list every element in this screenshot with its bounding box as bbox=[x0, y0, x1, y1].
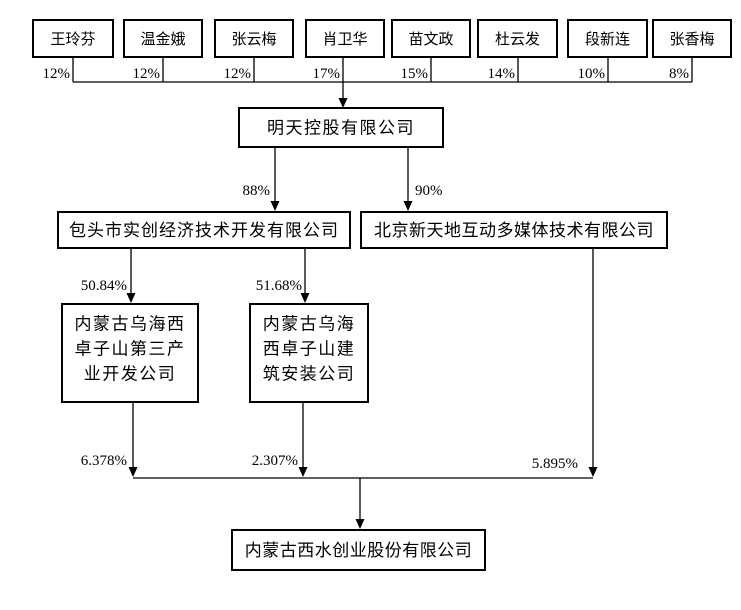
ownership-percent-label: 88% bbox=[243, 183, 271, 199]
node-label-shareholder-du-yunfa: 杜云发 bbox=[495, 31, 540, 48]
ownership-percent-label: 8% bbox=[669, 66, 689, 82]
node-box-company-xishui-chuangye bbox=[231, 529, 486, 571]
ownership-percent-label: 10% bbox=[578, 66, 606, 82]
ownership-percent-label: 14% bbox=[488, 66, 516, 82]
ownership-percent-label: 6.378% bbox=[81, 453, 127, 469]
node-box-shareholder-zhang-xiangmei bbox=[652, 19, 732, 58]
ownership-percent-label: 90% bbox=[415, 183, 443, 199]
node-box-shareholder-du-yunfa bbox=[477, 19, 558, 58]
arrowhead-icon bbox=[355, 519, 365, 529]
node-label-company-wuhai-third-industry-line-2: 卓子山第三产 bbox=[75, 339, 186, 358]
node-box-shareholder-duan-xinlian bbox=[567, 19, 648, 58]
node-box-company-baotou-shichuang bbox=[57, 211, 351, 249]
ownership-percent-label: 12% bbox=[43, 66, 71, 82]
ownership-percent-label: 5.895% bbox=[532, 456, 578, 472]
node-box-shareholder-xiao-weihua bbox=[305, 19, 385, 58]
node-label-company-wuhai-construction-line-3: 筑安装公司 bbox=[263, 364, 356, 383]
arrowhead-icon bbox=[298, 467, 308, 477]
node-box-company-wuhai-third-industry bbox=[61, 303, 199, 403]
node-box-company-wuhai-construction bbox=[249, 303, 369, 403]
node-box-company-mingtian-holdings bbox=[238, 107, 444, 148]
arrowhead-icon bbox=[338, 98, 348, 108]
node-label-shareholder-xiao-weihua: 肖卫华 bbox=[322, 31, 367, 48]
arrowhead-icon bbox=[270, 201, 280, 211]
node-box-company-beijing-xintiandi bbox=[360, 211, 668, 249]
node-label-shareholder-miao-wenzheng: 苗文政 bbox=[408, 31, 453, 48]
node-label-company-mingtian-holdings: 明天控股有限公司 bbox=[267, 118, 415, 137]
arrowhead-icon bbox=[126, 293, 136, 303]
node-box-shareholder-miao-wenzheng bbox=[391, 19, 471, 58]
node-label-company-wuhai-third-industry-line-3: 业开发公司 bbox=[84, 364, 177, 383]
ownership-percent-label: 12% bbox=[133, 66, 161, 82]
ownership-percent-label: 12% bbox=[224, 66, 252, 82]
node-label-shareholder-duan-xinlian: 段新连 bbox=[585, 31, 630, 48]
node-label-company-wuhai-construction-line-2: 西卓子山建 bbox=[263, 339, 356, 358]
node-label-company-wuhai-construction-line-1: 内蒙古乌海 bbox=[263, 314, 356, 333]
ownership-percent-label: 2.307% bbox=[252, 453, 298, 469]
node-label-company-baotou-shichuang: 包头市实创经济技术开发有限公司 bbox=[69, 221, 339, 240]
ownership-percent-label: 50.84% bbox=[81, 278, 127, 294]
node-label-shareholder-wang-lingfen: 王玲芬 bbox=[50, 31, 95, 48]
arrowhead-icon bbox=[403, 201, 413, 211]
arrowhead-icon bbox=[588, 467, 598, 477]
node-label-company-beijing-xintiandi: 北京新天地互动多媒体技术有限公司 bbox=[374, 221, 654, 240]
arrowhead-icon bbox=[300, 293, 310, 303]
ownership-percent-label: 51.68% bbox=[256, 278, 302, 294]
ownership-percent-label: 17% bbox=[313, 66, 341, 82]
node-label-company-xishui-chuangye: 内蒙古西水创业股份有限公司 bbox=[245, 541, 473, 560]
ownership-percent-label: 15% bbox=[401, 66, 429, 82]
arrowhead-icon bbox=[128, 467, 138, 477]
node-box-shareholder-zhang-yunmei bbox=[214, 19, 294, 58]
node-label-shareholder-wen-jine: 温金娥 bbox=[140, 31, 185, 48]
node-label-shareholder-zhang-xiangmei: 张香梅 bbox=[669, 31, 714, 48]
node-label-company-wuhai-third-industry-line-1: 内蒙古乌海西 bbox=[75, 314, 186, 333]
node-box-shareholder-wen-jine bbox=[123, 19, 203, 58]
node-label-shareholder-zhang-yunmei: 张云梅 bbox=[231, 31, 276, 48]
node-box-shareholder-wang-lingfen bbox=[32, 19, 114, 58]
